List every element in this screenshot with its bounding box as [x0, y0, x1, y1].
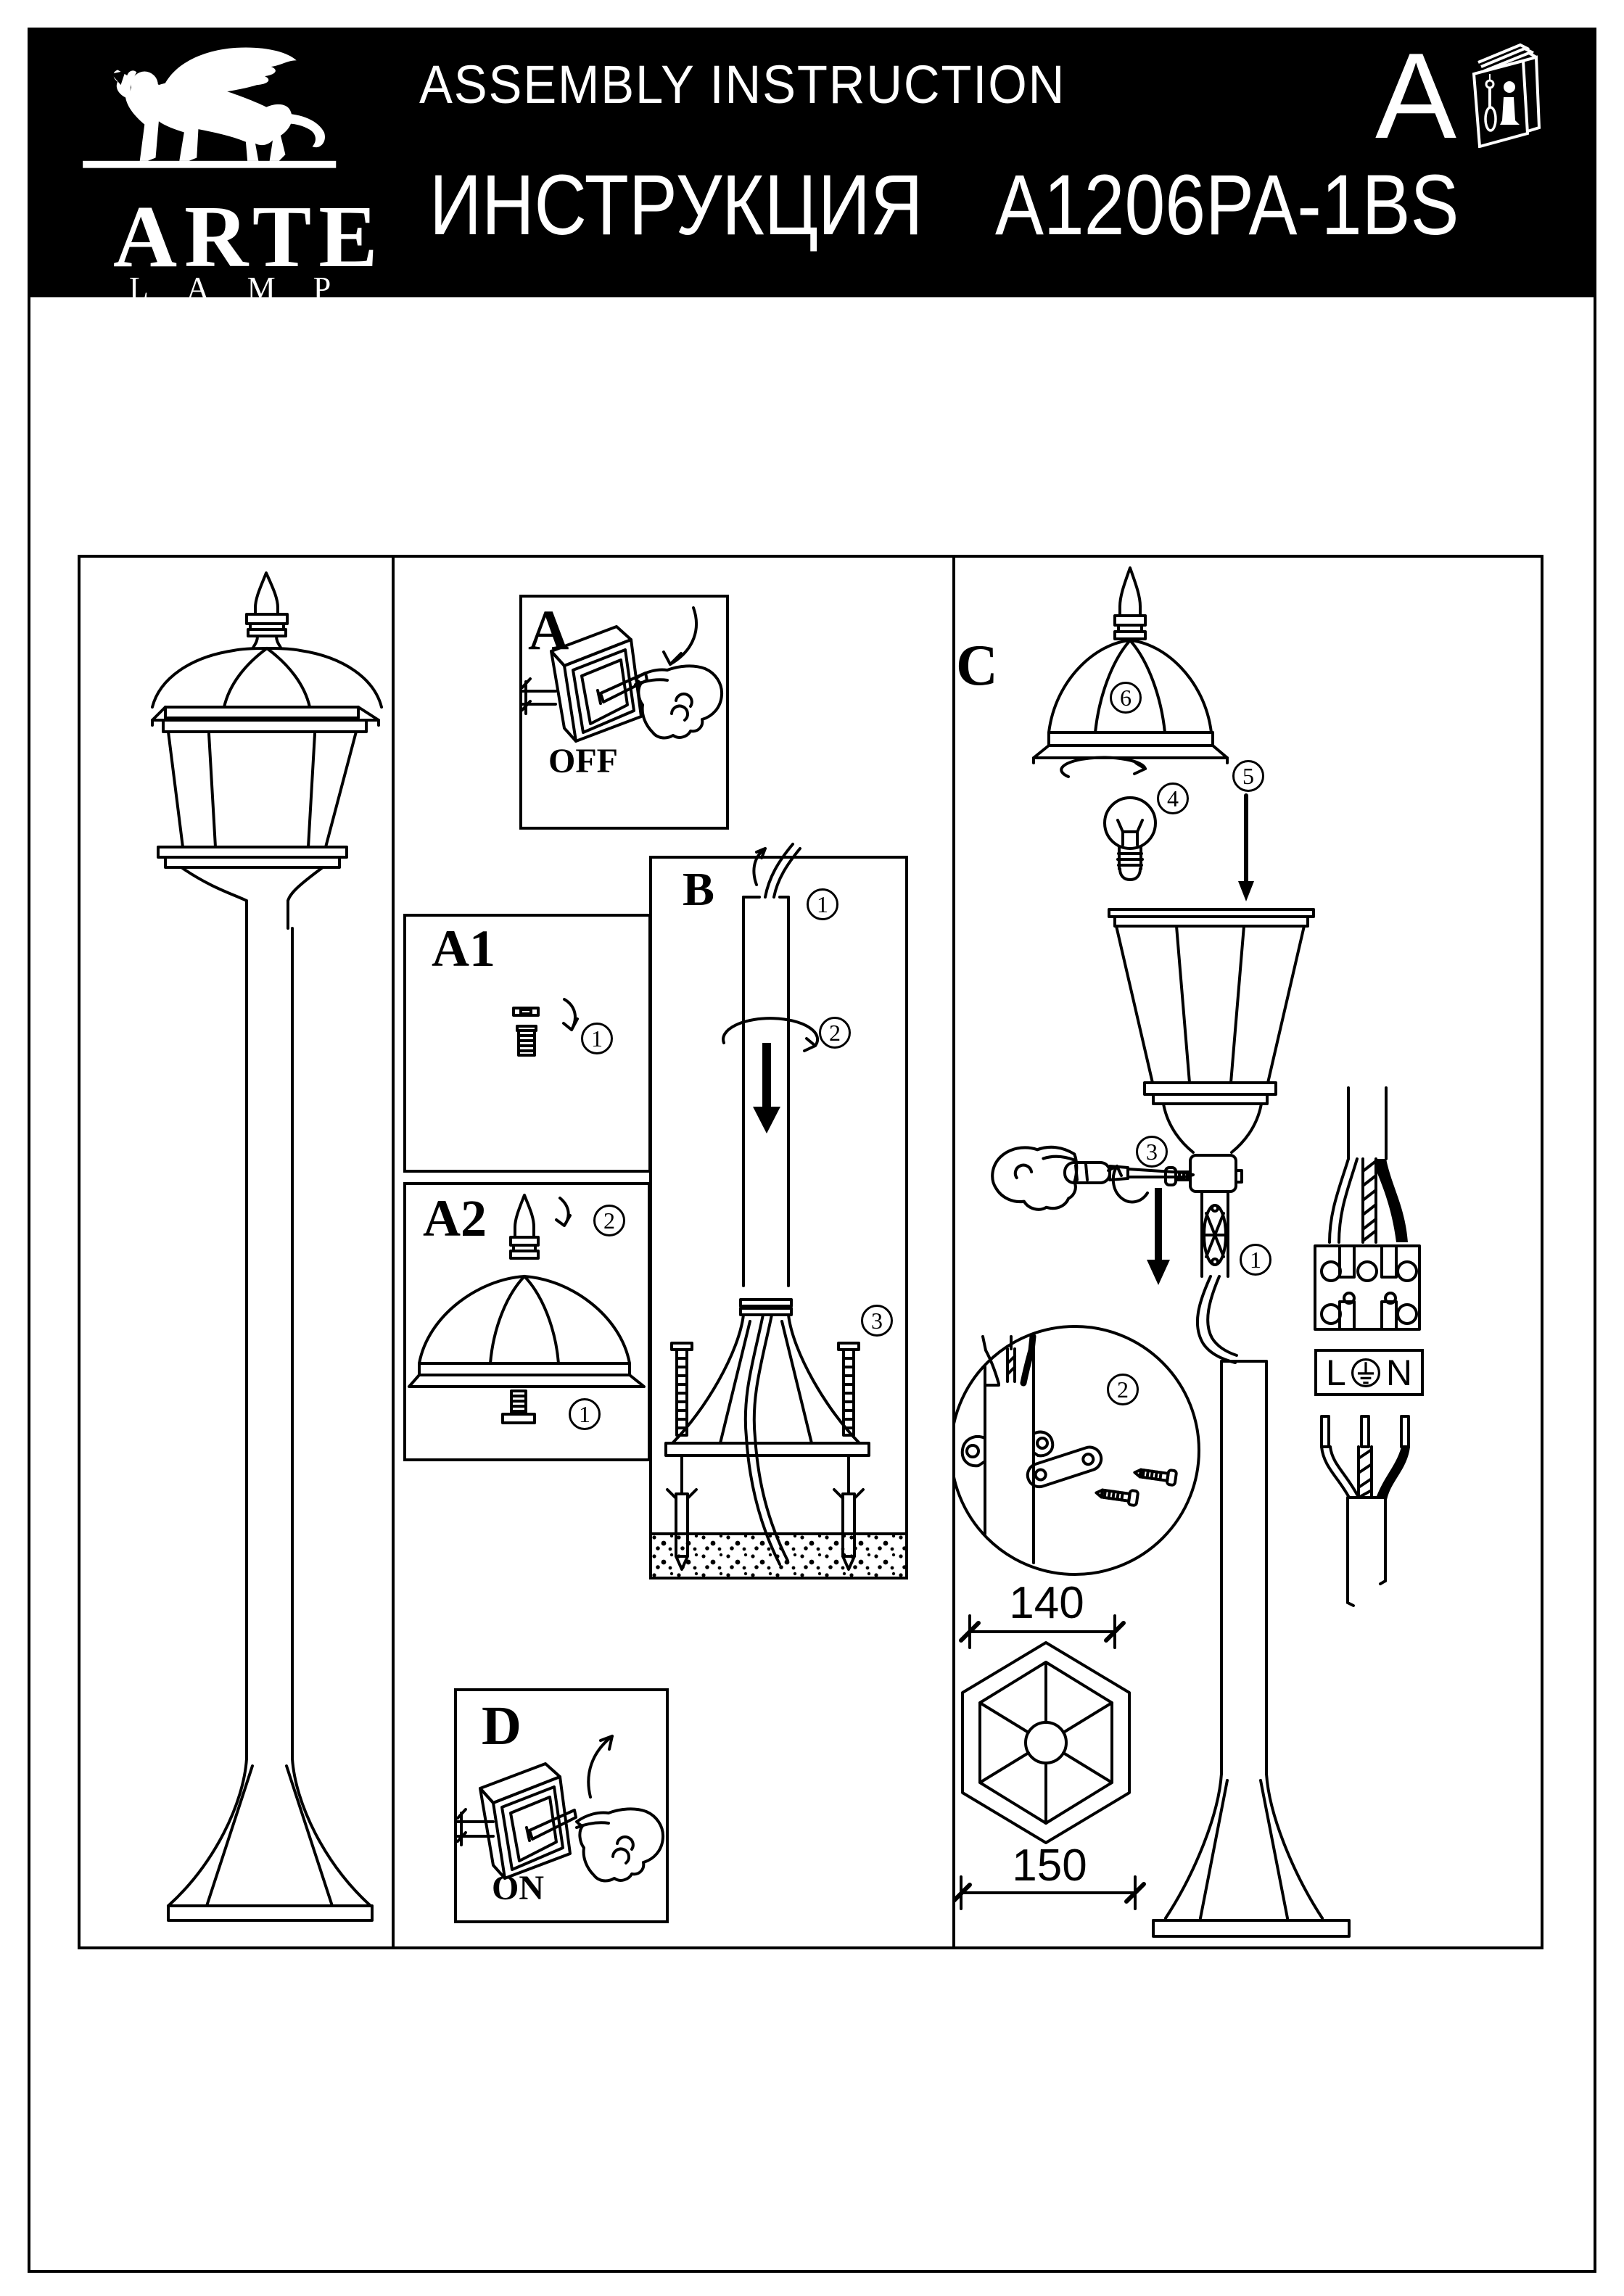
callout-2: 2 — [593, 1205, 625, 1236]
screw-step-drawing — [512, 998, 579, 1057]
line-label: L — [1326, 1352, 1346, 1393]
callout-1: 1 — [1240, 1244, 1271, 1276]
brand-subname: LAMP — [129, 271, 369, 306]
switch-on-text: ON — [492, 1869, 544, 1907]
callout-3: 3 — [861, 1305, 893, 1337]
step-a2-label: A2 — [423, 1189, 487, 1247]
switch-off-text: OFF — [548, 742, 618, 780]
brand-name: ARTE — [113, 188, 385, 286]
dimension-bottom-width: 150 — [1012, 1841, 1087, 1891]
step-a1-label: A1 — [432, 920, 495, 978]
finial-step-drawing — [408, 1194, 646, 1424]
callout-3: 3 — [1136, 1136, 1168, 1168]
switch-on-drawing — [456, 1735, 665, 1883]
callout-1: 1 — [581, 1023, 613, 1054]
detail-view-contents — [960, 1333, 1178, 1564]
callout-4: 4 — [1157, 782, 1189, 814]
ground-stipple — [651, 1534, 907, 1578]
step-a-label: A — [528, 598, 569, 661]
lamp-assembly-drawing — [954, 566, 1421, 1938]
instruction-booklet-icon — [1472, 43, 1541, 148]
page-title-ru: ИНСТРУКЦИЯ — [429, 157, 923, 253]
content-frame — [78, 555, 1543, 1949]
step-d-panel — [454, 1688, 669, 1923]
screwdriver-icon — [1484, 74, 1497, 132]
step-d-label: D — [482, 1696, 522, 1756]
dimension-top-width: 140 — [1009, 1578, 1084, 1628]
hand-icon — [575, 1807, 665, 1883]
model-code: A1206PA-1BS — [995, 157, 1459, 253]
callout-6: 6 — [1110, 682, 1142, 714]
screwdriver-icon — [1063, 1161, 1195, 1184]
earth-symbol-icon — [1351, 1358, 1381, 1387]
callout-5: 5 — [1232, 760, 1264, 792]
terminal-label-box: L N — [1314, 1349, 1424, 1396]
lamp-post-overview-drawing — [151, 571, 383, 1922]
callout-1: 1 — [569, 1398, 601, 1430]
winged-lion-logo-icon — [83, 47, 337, 168]
callout-1: 1 — [807, 888, 838, 920]
step-b-label: B — [683, 863, 715, 916]
column-divider-left — [392, 555, 395, 1949]
page-title-en: ASSEMBLY INSTRUCTION — [419, 54, 1066, 115]
callout-2: 2 — [1107, 1374, 1139, 1405]
step-c-label: C — [956, 634, 998, 698]
header: ARTE LAMP ASSEMBLY INSTRUCTION ИНСТРУКЦИ… — [28, 28, 1596, 305]
switch-off-drawing — [521, 606, 724, 743]
hand-icon — [991, 1145, 1079, 1211]
info-icon — [1500, 81, 1520, 125]
callout-2: 2 — [819, 1017, 851, 1049]
header-corner-letter: A — [1375, 28, 1457, 164]
switch-cube — [479, 1762, 577, 1880]
anchor-screw — [666, 1342, 698, 1571]
step-b-panel — [649, 856, 908, 1579]
column-divider-right — [952, 555, 955, 1949]
hand-icon — [634, 664, 724, 740]
hexagon-top-view — [961, 1641, 1131, 1844]
neutral-label: N — [1385, 1352, 1412, 1393]
pole-mounting-drawing — [651, 843, 907, 1578]
